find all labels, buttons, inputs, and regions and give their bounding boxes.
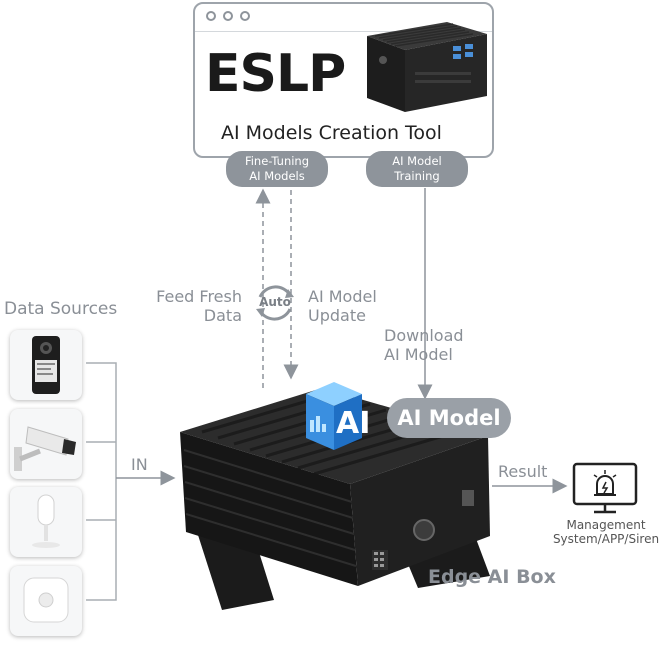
source-motion-sensor: [10, 566, 82, 636]
fine-tuning-line2: AI Models: [249, 169, 305, 183]
tool-subtitle: AI Models Creation Tool: [221, 122, 442, 144]
in-label: IN: [131, 455, 148, 474]
microphone-icon: [32, 494, 60, 548]
ai-chip-label: AI: [336, 406, 371, 441]
result-label: Result: [498, 462, 548, 481]
download-line2: AI Model: [384, 345, 453, 364]
window-dot-icon: [240, 11, 250, 21]
window-dot-icon: [223, 11, 233, 21]
training-line1: AI Model: [392, 154, 442, 168]
brand-title: ESLP: [205, 44, 346, 104]
monitor-alarm-icon: [572, 462, 638, 514]
download-line1: Download: [384, 326, 464, 345]
ai-model-badge: AI Model: [387, 398, 511, 438]
source-microphone: [10, 487, 82, 557]
body-camera-icon: [32, 336, 60, 394]
data-sources-title: Data Sources: [4, 299, 118, 319]
fine-tuning-line1: Fine-Tuning: [244, 154, 310, 168]
update-label: AI Model Update: [308, 287, 377, 325]
source-cctv-camera: [10, 409, 82, 479]
motion-sensor-icon: [23, 577, 69, 623]
eslp-tool-window: ESLP AI Models Creation Tool: [193, 2, 494, 158]
window-dot-icon: [206, 11, 216, 21]
auto-label: Auto: [259, 295, 291, 309]
feed-line2: Data: [203, 306, 242, 325]
auto-cycle-icon: Auto: [252, 283, 298, 323]
sources-bracket: [86, 362, 117, 601]
feed-line1: Feed Fresh: [156, 287, 242, 306]
update-line1: AI Model: [308, 287, 377, 306]
output-line2: System/APP/Siren: [552, 532, 660, 546]
feed-label: Feed Fresh Data: [146, 287, 242, 325]
output-label: Management System/APP/Siren: [546, 518, 666, 546]
training-line2: Training: [394, 169, 440, 183]
industrial-pc-icon: [367, 22, 487, 112]
source-body-camera: [10, 330, 82, 400]
ai-chip-icon: AI: [296, 376, 372, 456]
training-pill: AI Model Training: [366, 151, 468, 187]
update-line2: Update: [308, 306, 366, 325]
cctv-camera-icon: [14, 426, 76, 471]
edge-ai-box-label: Edge AI Box: [428, 566, 556, 588]
download-label: Download AI Model: [384, 326, 464, 364]
window-title-bar: [195, 4, 492, 32]
output-line1: Management: [566, 518, 646, 532]
fine-tuning-pill: Fine-Tuning AI Models: [226, 151, 328, 187]
